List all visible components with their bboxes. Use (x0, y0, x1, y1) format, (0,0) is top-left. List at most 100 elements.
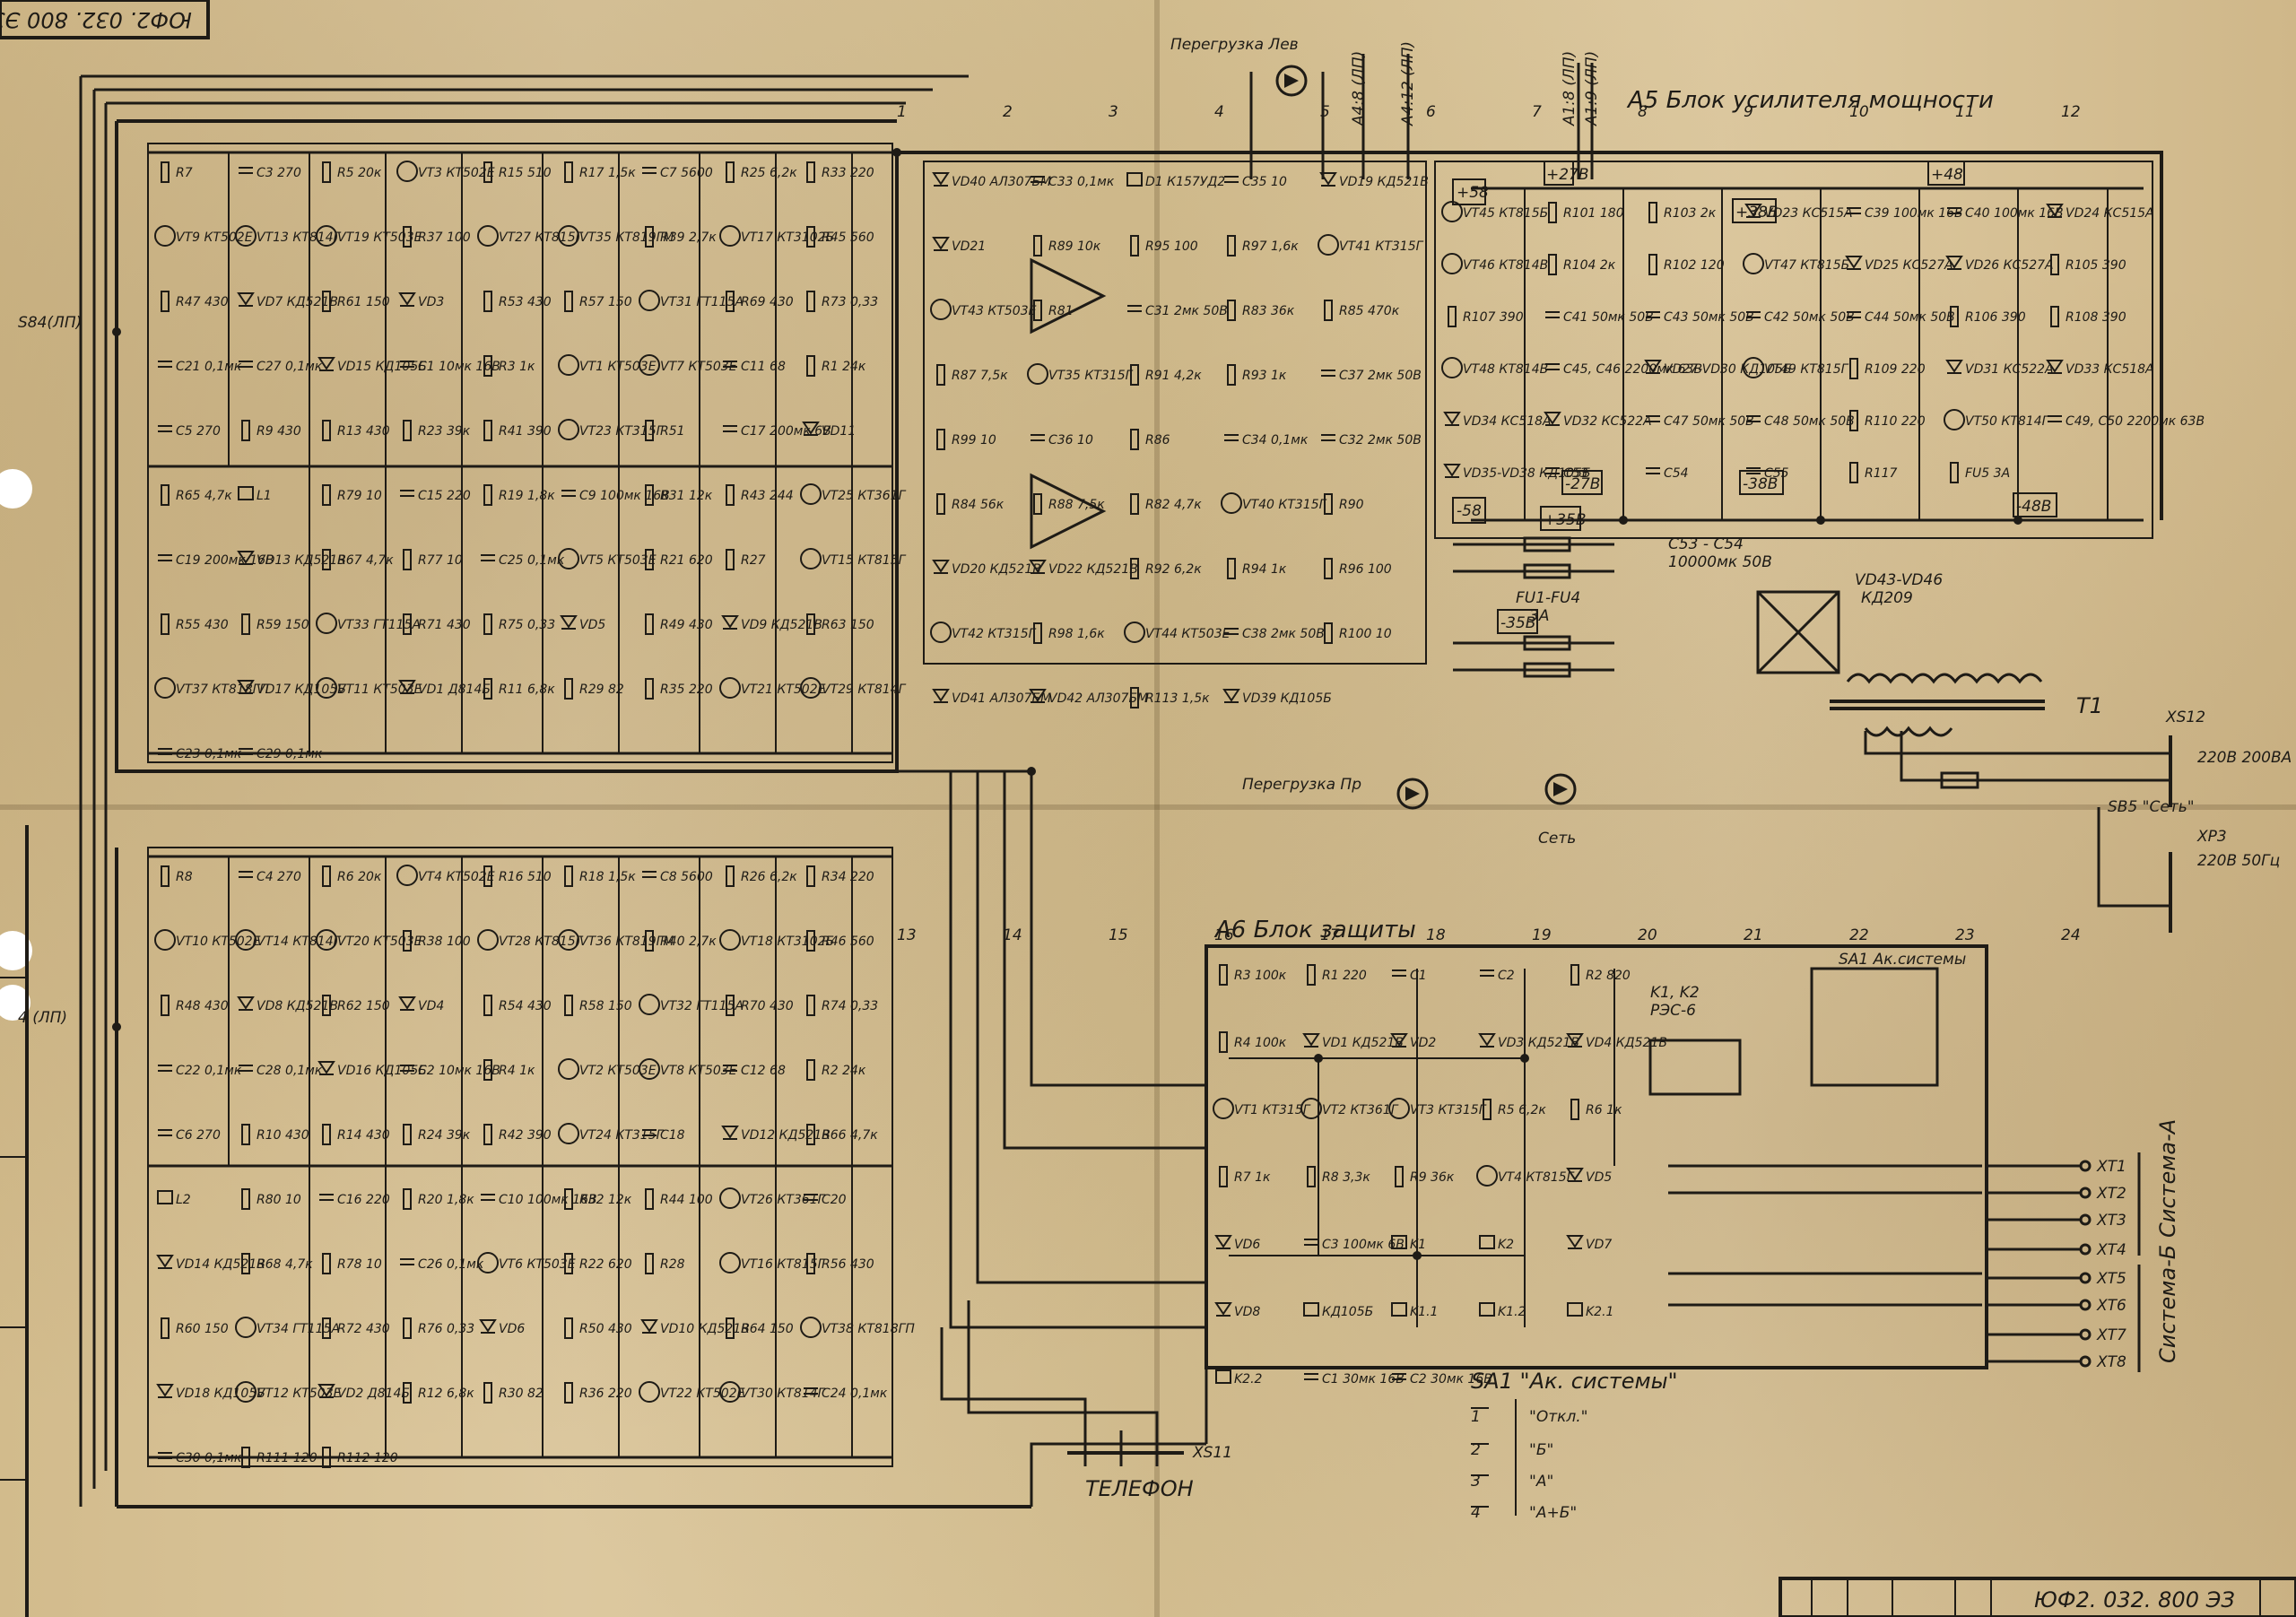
component-vt16: VT16 КТ815Г (719, 1252, 826, 1274)
component-r27: R27 (726, 549, 766, 570)
component-label: VD40 АЛ307БМ (952, 175, 1051, 189)
component-c1: C1 (1392, 969, 1427, 983)
component-r60: R60 150 (161, 1317, 229, 1339)
label-mains-2: 220В 50Гц (2197, 852, 2280, 870)
component-label: R26 6,2к (741, 870, 797, 884)
component-r3: R3 1к (483, 355, 535, 377)
component-label: VT13 КТ814Г (257, 230, 342, 245)
component-r3: R3 100к (1219, 964, 1287, 986)
component-label: C11 68 (741, 360, 786, 374)
component-r100: R100 10 (1324, 622, 1392, 644)
component-r107: R107 390 (1448, 306, 1524, 327)
label-bridge-type: КД209 (1861, 589, 1913, 607)
component-label: L2 (176, 1193, 191, 1207)
component-r64: R64 150 (726, 1317, 794, 1339)
component-label: R98 1,6к (1048, 627, 1105, 641)
node-number: 23 (1955, 926, 1975, 944)
label-psu-caps: C53 - C54 (1668, 535, 1744, 553)
component-r4: R4 1к (483, 1059, 535, 1081)
component-label: R1 24к (822, 360, 866, 374)
component-label: VD22 КД521В (1048, 562, 1138, 577)
component-label: R88 7,5к (1048, 498, 1105, 512)
component-vd24: VD24 КС515А (2046, 204, 2154, 221)
component-vt31: VT31 ГТ115А (639, 290, 744, 311)
component-label: R9 36к (1410, 1170, 1455, 1185)
component-r54: R54 430 (483, 995, 552, 1016)
component-label: R73 0,33 (822, 295, 878, 309)
component-label: R45 560 (822, 230, 874, 245)
component-c25: C25 0,1мк (481, 553, 565, 568)
component-кд105б: КД105Б (1303, 1302, 1373, 1319)
component-label: R97 1,6к (1242, 239, 1299, 254)
component-r93: R93 1к (1227, 364, 1287, 386)
component-label: VT19 КТ503Е (337, 230, 422, 245)
component-label: R36 220 (579, 1387, 632, 1401)
sa1-pos-2: 2 (1471, 1441, 1481, 1459)
component-label: C41 50мк 50В (1563, 310, 1654, 325)
component-label: R92 6,2к (1145, 562, 1202, 577)
component-label: R108 390 (2066, 310, 2126, 325)
rail-m27: -27В (1565, 475, 1600, 493)
component-c7: C7 5600 (642, 166, 713, 180)
component-r117: R117 (1849, 462, 1898, 483)
node-number: 2 (1003, 103, 1013, 121)
component-vd6: VD6 (479, 1319, 525, 1336)
component-label: R20 1,8к (418, 1193, 474, 1207)
terminal-xt8: XT8 (2096, 1353, 2126, 1371)
inter-block-wiring (897, 769, 1208, 1507)
fuse-fu5 (1940, 771, 1979, 789)
component-label: C47 50мк 50В (1664, 414, 1754, 429)
component-vt41: VT41 КТ315Г (1318, 234, 1424, 256)
component-label: VD8 КД521В (257, 999, 338, 1013)
component-r9: R9 430 (241, 420, 301, 441)
component-label: R10 430 (257, 1128, 309, 1143)
component-vd9: VD9 КД521В (721, 615, 822, 632)
component-label: VD35-VD38 КД105Б (1463, 466, 1590, 481)
component-r7: R7 (161, 161, 193, 183)
rail-m58: -58 (1457, 502, 1482, 520)
sa1-table: 1 "Откл." 2 "Б" 3 "А" 4 "А+Б" (1471, 1408, 1587, 1522)
component-vd23: VD23 КС515А (1744, 204, 1853, 221)
component-r83: R83 36к (1227, 300, 1295, 321)
component-vt1: VT1 КТ503Е (558, 354, 657, 376)
component-label: R58 150 (579, 999, 632, 1013)
sa1-mode-3: "А" (1529, 1473, 1553, 1491)
component-r11: R11 6,8к (483, 678, 555, 700)
component-label: VT28 КТ815Г (499, 935, 584, 949)
component-r92: R92 6,2к (1130, 558, 1202, 579)
transformer-t1 (1830, 673, 2045, 737)
component-c55: C55 (1746, 466, 1789, 481)
component-vd32: VD32 КС522А (1544, 412, 1652, 429)
channel-2-area (147, 847, 893, 1467)
rail-m48: -48В (2016, 498, 2051, 516)
component-c36: C36 10 (1031, 433, 1093, 448)
component-label: C38 2мк 50В (1242, 627, 1325, 641)
component-label: VT47 КТ815Б (1764, 258, 1849, 273)
component-vt9: VT9 КТ502Е (154, 225, 253, 247)
component-label: VD23 КС515А (1764, 206, 1853, 221)
component-label: R27 (741, 553, 766, 568)
component-label: R38 100 (418, 935, 471, 949)
component-r67: R67 4,7к (322, 549, 394, 570)
component-label: R85 470к (1339, 304, 1400, 318)
node-number: 11 (1955, 103, 1975, 121)
component-c38: C38 2мк 50В (1224, 627, 1325, 641)
component-label: VT31 ГТ115А (660, 295, 744, 309)
component-label: VD25 КС527А (1865, 258, 1953, 273)
component-r56: R56 430 (806, 1253, 874, 1274)
component-r39: R39 2,7к (645, 226, 717, 248)
component-label: R57 150 (579, 295, 632, 309)
component-label: VT40 КТ315Г (1242, 498, 1327, 512)
component-label: VT4 КТ502Е (418, 870, 495, 884)
label-mains-1: 220В 200ВА (2197, 749, 2292, 767)
component-label: R46 560 (822, 935, 874, 949)
component-label: R75 0,33 (499, 618, 555, 632)
component-r109: R109 220 (1849, 358, 1926, 379)
component-label: C44 50мк 50В (1865, 310, 1955, 325)
label-relays: K1, K2 (1650, 984, 1700, 1002)
node-number: 3 (1109, 103, 1118, 121)
component-label: VT48 КТ814В (1463, 362, 1548, 377)
component-label: R35 220 (660, 682, 713, 697)
